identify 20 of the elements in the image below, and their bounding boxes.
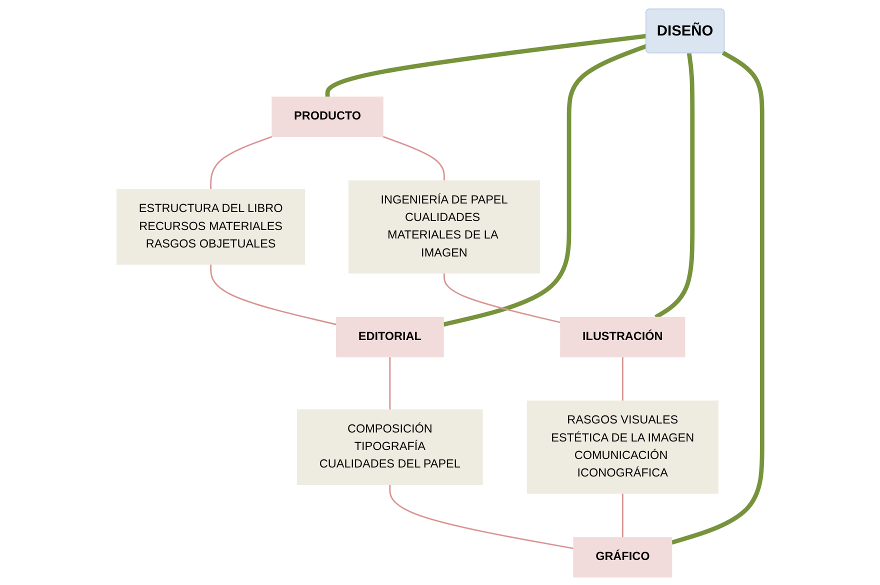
connector [390, 356, 392, 410]
connector [383, 135, 446, 180]
node-box: INGENIERÍA DE PAPEL CUALIDADES MATERIALES DE LA IMAGEN [348, 180, 541, 274]
connector [622, 492, 624, 537]
node-box: ESTRUCTURA DEL LIBRO RECURSOS MATERIALES RASGOS OBJETUALES [117, 188, 306, 264]
connector [210, 135, 273, 189]
node-box: RASGOS VISUALES ESTÉTICA DE LA IMAGEN COMUNICACIÓN ICONOGRÁFICA [527, 400, 719, 494]
connector [210, 264, 337, 325]
node-box: COMPOSICIÓN TIPOGRAFÍA CUALIDADES DEL PAPEL [298, 408, 484, 484]
node-box: ILUSTRACIÓN [560, 316, 686, 357]
connector [444, 272, 562, 323]
node-box: PRODUCTO [272, 96, 384, 136]
connector [655, 52, 696, 319]
node-box: GRÁFICO [574, 536, 673, 577]
connector [672, 50, 765, 544]
connector [443, 44, 648, 326]
node-box: EDITORIAL [336, 316, 444, 357]
connector [326, 33, 647, 96]
connector [622, 356, 624, 400]
connector [390, 484, 574, 549]
